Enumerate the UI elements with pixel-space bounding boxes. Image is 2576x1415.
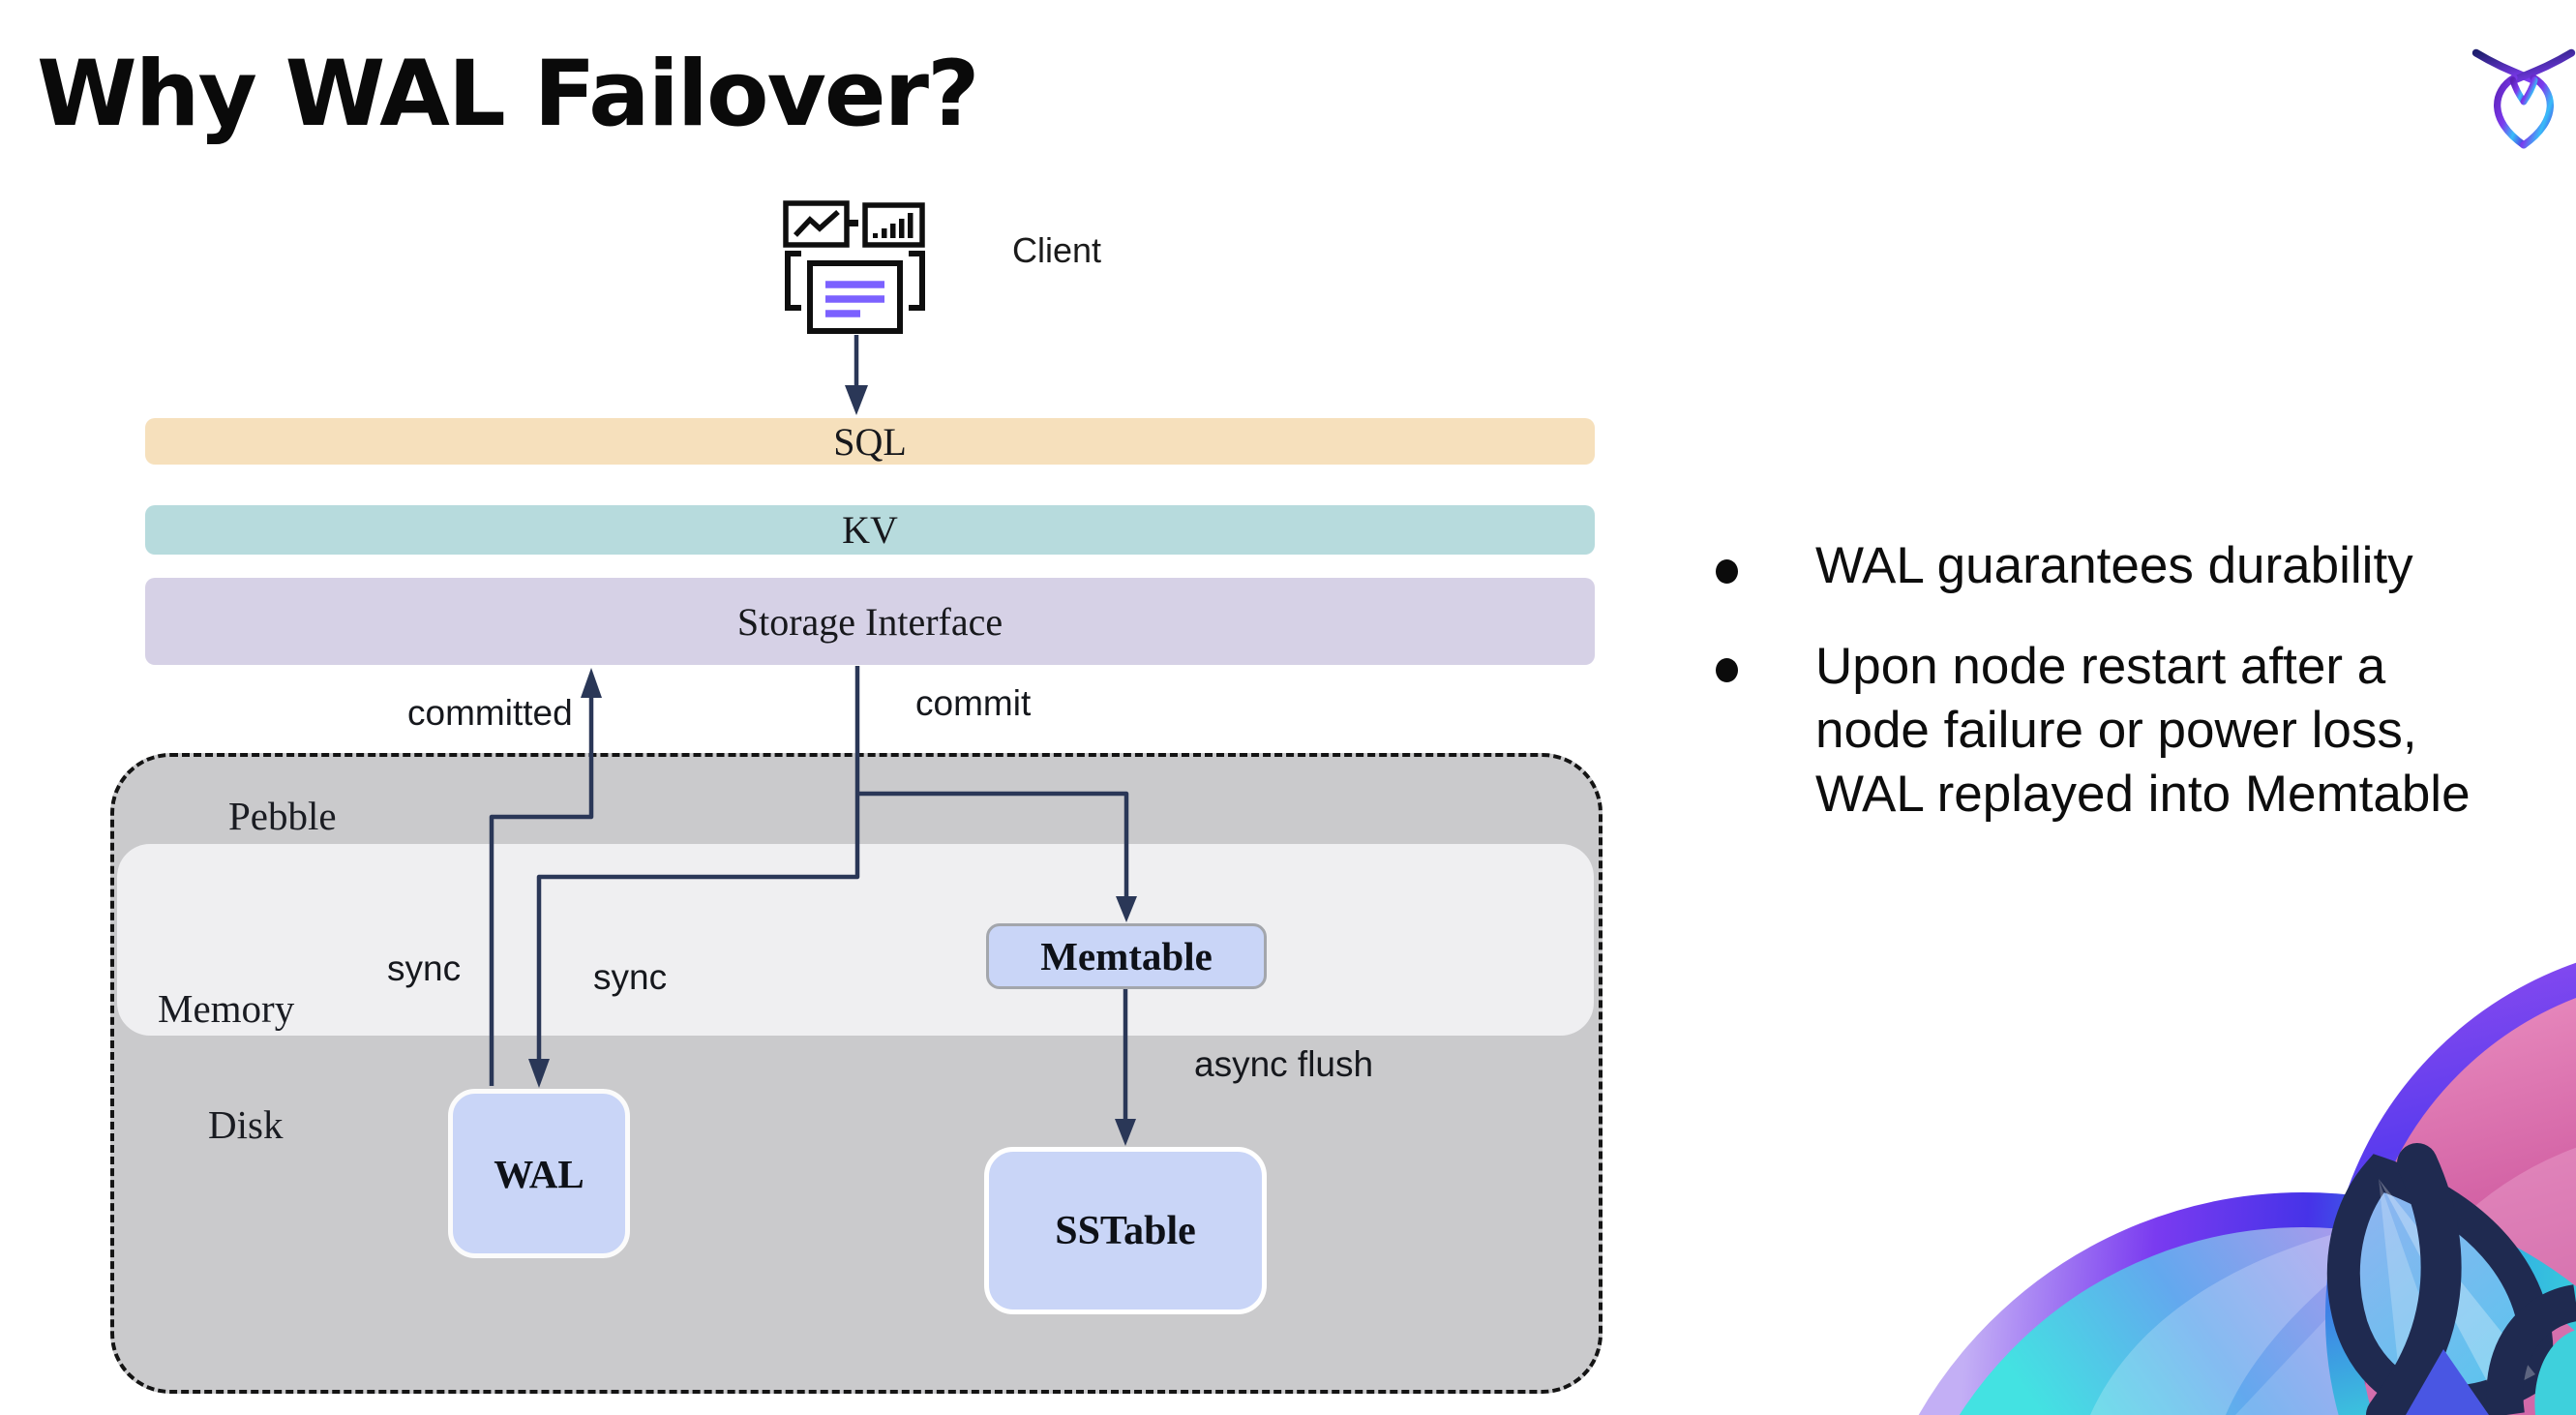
bullet-dot xyxy=(1716,658,1738,682)
layer-kv: KV xyxy=(145,505,1595,555)
node-memtable: Memtable xyxy=(986,923,1267,989)
memory-label: Memory xyxy=(158,986,295,1031)
cockroachdb-brand-graphic xyxy=(1918,962,2576,1415)
client-label: Client xyxy=(1012,230,1102,270)
node-sstable-label: SSTable xyxy=(1055,1208,1196,1253)
page-title: Why WAL Failover? xyxy=(37,42,980,147)
pebble-label: Pebble xyxy=(228,794,337,838)
layer-storage-label: Storage Interface xyxy=(736,599,1003,644)
edge-label-commit: commit xyxy=(915,683,1032,723)
bullet-item: WAL guarantees durability xyxy=(1815,537,2413,594)
node-memtable-label: Memtable xyxy=(1040,934,1213,978)
edge-label-sync-right: sync xyxy=(593,957,668,997)
layer-storage-interface: Storage Interface xyxy=(145,578,1595,665)
cockroachdb-logo-icon xyxy=(2471,48,2576,149)
memory-region xyxy=(117,844,1594,1036)
layer-sql: SQL xyxy=(145,418,1595,465)
bullet-item: Upon node restart after a node failure o… xyxy=(1815,638,2471,823)
edge-label-committed: committed xyxy=(407,693,573,733)
client-devices-icon xyxy=(783,200,925,334)
layer-sql-label: SQL xyxy=(833,419,907,464)
brand-band-blue xyxy=(1918,1192,2576,1415)
brand-leaf-shape xyxy=(2326,1143,2576,1415)
edge-label-async-flush: async flush xyxy=(1194,1044,1374,1084)
node-sstable: SSTable xyxy=(984,1147,1267,1314)
node-wal-label: WAL xyxy=(494,1151,584,1196)
layer-kv-label: KV xyxy=(842,508,898,552)
node-wal: WAL xyxy=(448,1089,630,1258)
edge-label-sync-left: sync xyxy=(387,948,462,988)
disk-label: Disk xyxy=(208,1102,284,1147)
bullet-dot xyxy=(1716,559,1738,584)
